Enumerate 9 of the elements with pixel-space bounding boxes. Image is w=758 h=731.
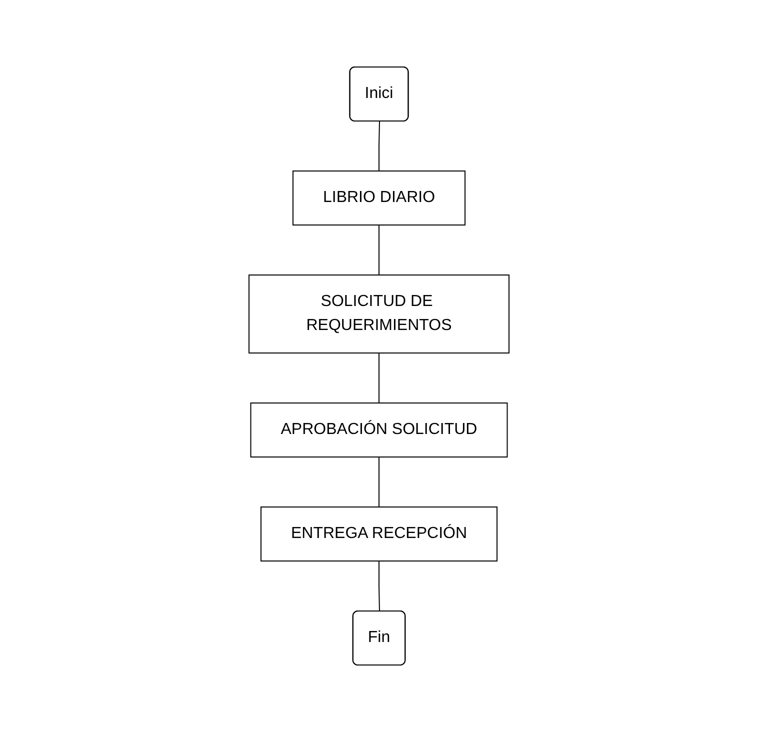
connector	[378, 352, 380, 403]
connector	[378, 120, 380, 171]
node-box: ENTREGA RECEPCIÓN	[260, 506, 498, 561]
node-box: APROBACIÓN SOLICITUD	[250, 402, 508, 457]
connector	[378, 456, 380, 507]
node-box: LIBRIO DIARIO	[292, 170, 466, 225]
node-box: SOLICITUD DE REQUERIMIENTOS	[248, 274, 510, 353]
connector	[378, 224, 380, 275]
connector	[378, 560, 380, 612]
